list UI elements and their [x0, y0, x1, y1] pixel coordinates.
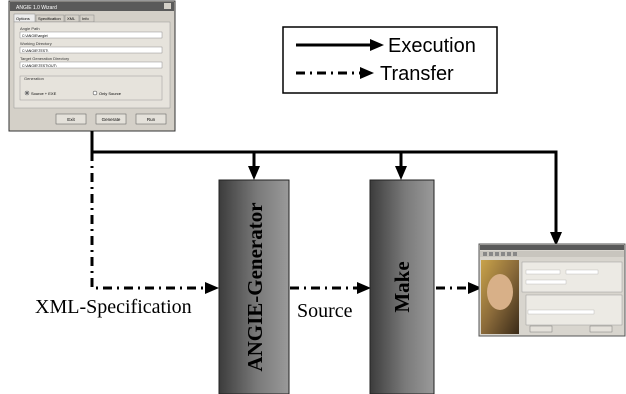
- execution-arrowhead-make: [395, 166, 407, 180]
- field-label: Angie Path: [20, 26, 40, 31]
- field-value: C:\ANGIE\angie\: [22, 34, 48, 38]
- angie-generator-block: ANGIE-Generator: [218, 179, 290, 394]
- exit-button-label: Exit: [67, 117, 75, 122]
- dialog-tab-options: Options: [16, 16, 30, 21]
- source-label: Source: [297, 300, 353, 322]
- transfer-arrows: [90, 152, 468, 290]
- radio-only-source-label: Only Source: [99, 91, 122, 96]
- radio-source-exe-label: Source + EXE: [31, 91, 57, 96]
- dialog-title-bar: [10, 2, 174, 11]
- legend-execution-arrowhead: [370, 39, 384, 51]
- wizard-dialog-thumbnail: ANGIE 1.0 Wizard Options Specification X…: [8, 0, 176, 132]
- transfer-arrowhead-application: [468, 282, 482, 294]
- dialog-field-working-directory: Working Directory C:\ANGIE\TEST\: [19, 41, 163, 54]
- radio-only-source-icon: [92, 90, 98, 96]
- dialog-generation-group: Generation Source + EXE Only Source: [19, 75, 163, 101]
- execution-arrowhead-generator: [248, 166, 260, 180]
- field-value: C:\ANGIE\TEST\: [22, 49, 48, 53]
- generate-button-label: Generate: [102, 117, 121, 122]
- dialog-tabs: Options Specification XML Info: [13, 13, 95, 23]
- make-label: Make: [390, 261, 414, 312]
- execution-arrows: [90, 131, 558, 236]
- execution-trunk: [90, 131, 558, 236]
- dialog-title: ANGIE 1.0 Wizard: [16, 5, 57, 11]
- legend-transfer-label: Transfer: [380, 63, 454, 85]
- dialog-buttons: Exit Generate Run: [55, 113, 167, 125]
- dialog-tab-info: Info: [82, 16, 89, 21]
- dialog-field-target-directory: Target Generation Directory C:\ANGIE\TES…: [19, 56, 163, 69]
- execution-arrowhead-application: [550, 232, 562, 246]
- legend-execution-label: Execution: [388, 35, 476, 57]
- transfer-arrowhead-make: [357, 282, 371, 294]
- dialog-close-icon: [164, 3, 171, 9]
- legend: Execution Transfer: [282, 26, 498, 94]
- field-label: Working Directory: [20, 41, 52, 46]
- dialog-tab-specification: Specification: [38, 16, 61, 21]
- transfer-xml-path: [90, 152, 206, 290]
- run-button-label: Run: [147, 117, 156, 122]
- dialog-field-angie-path: Angie Path C:\ANGIE\angie\: [19, 26, 163, 39]
- group-label: Generation: [24, 76, 44, 81]
- application-window-thumbnail: [478, 243, 626, 337]
- field-value: C:\ANGIE\TEST\OUT\: [22, 64, 57, 68]
- field-label: Target Generation Directory: [20, 56, 69, 61]
- transfer-arrowhead-generator: [205, 282, 219, 294]
- angie-generator-label: ANGIE-Generator: [243, 202, 267, 371]
- make-block: Make: [369, 179, 435, 394]
- xml-specification-label: XML-Specification: [35, 296, 192, 318]
- legend-transfer-arrowhead: [360, 67, 374, 79]
- dialog-tab-xml: XML: [67, 16, 76, 21]
